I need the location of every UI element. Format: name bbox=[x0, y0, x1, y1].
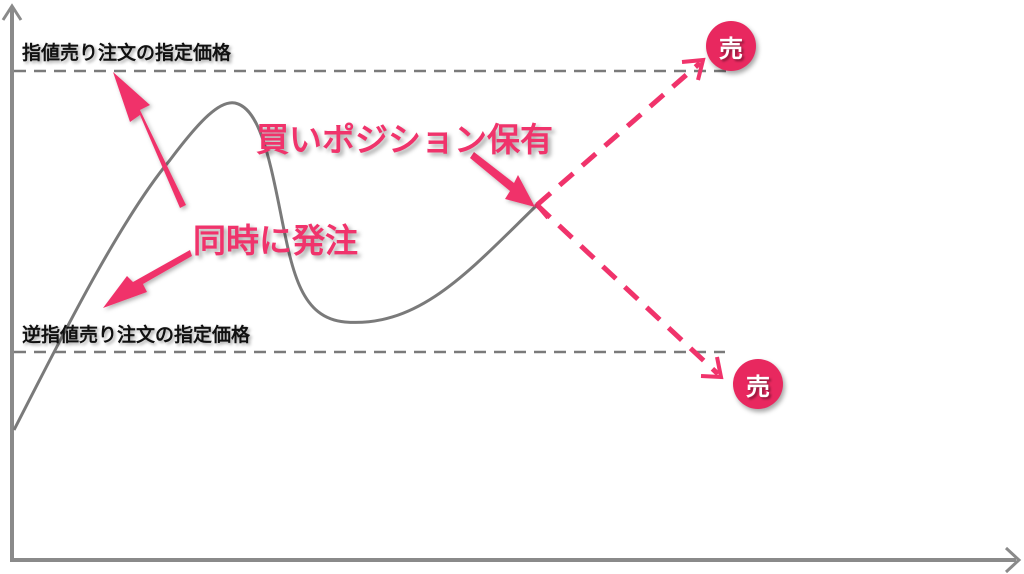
entry-marker bbox=[534, 193, 550, 220]
y-axis bbox=[1, 3, 23, 560]
arrow-to-stop-level bbox=[103, 250, 192, 308]
arrow-to-limit-level bbox=[113, 72, 186, 208]
price-curve bbox=[12, 101, 539, 431]
sell-badge-upper: 売 bbox=[706, 21, 756, 71]
lower-projection-arrow bbox=[535, 203, 724, 380]
simultaneous-order-label: 同時に発注 bbox=[193, 221, 358, 260]
sell-badge-lower: 売 bbox=[733, 359, 783, 409]
buy-position-label: 買いポジション保有 bbox=[256, 120, 553, 159]
x-axis bbox=[10, 546, 1022, 574]
stop-sell-level-label: 逆指値売り注文の指定価格 bbox=[22, 324, 251, 346]
arrow-to-entry-point bbox=[470, 152, 535, 207]
upper-projection-arrow bbox=[535, 57, 706, 207]
limit-sell-level-label: 指値売り注文の指定価格 bbox=[22, 42, 232, 64]
